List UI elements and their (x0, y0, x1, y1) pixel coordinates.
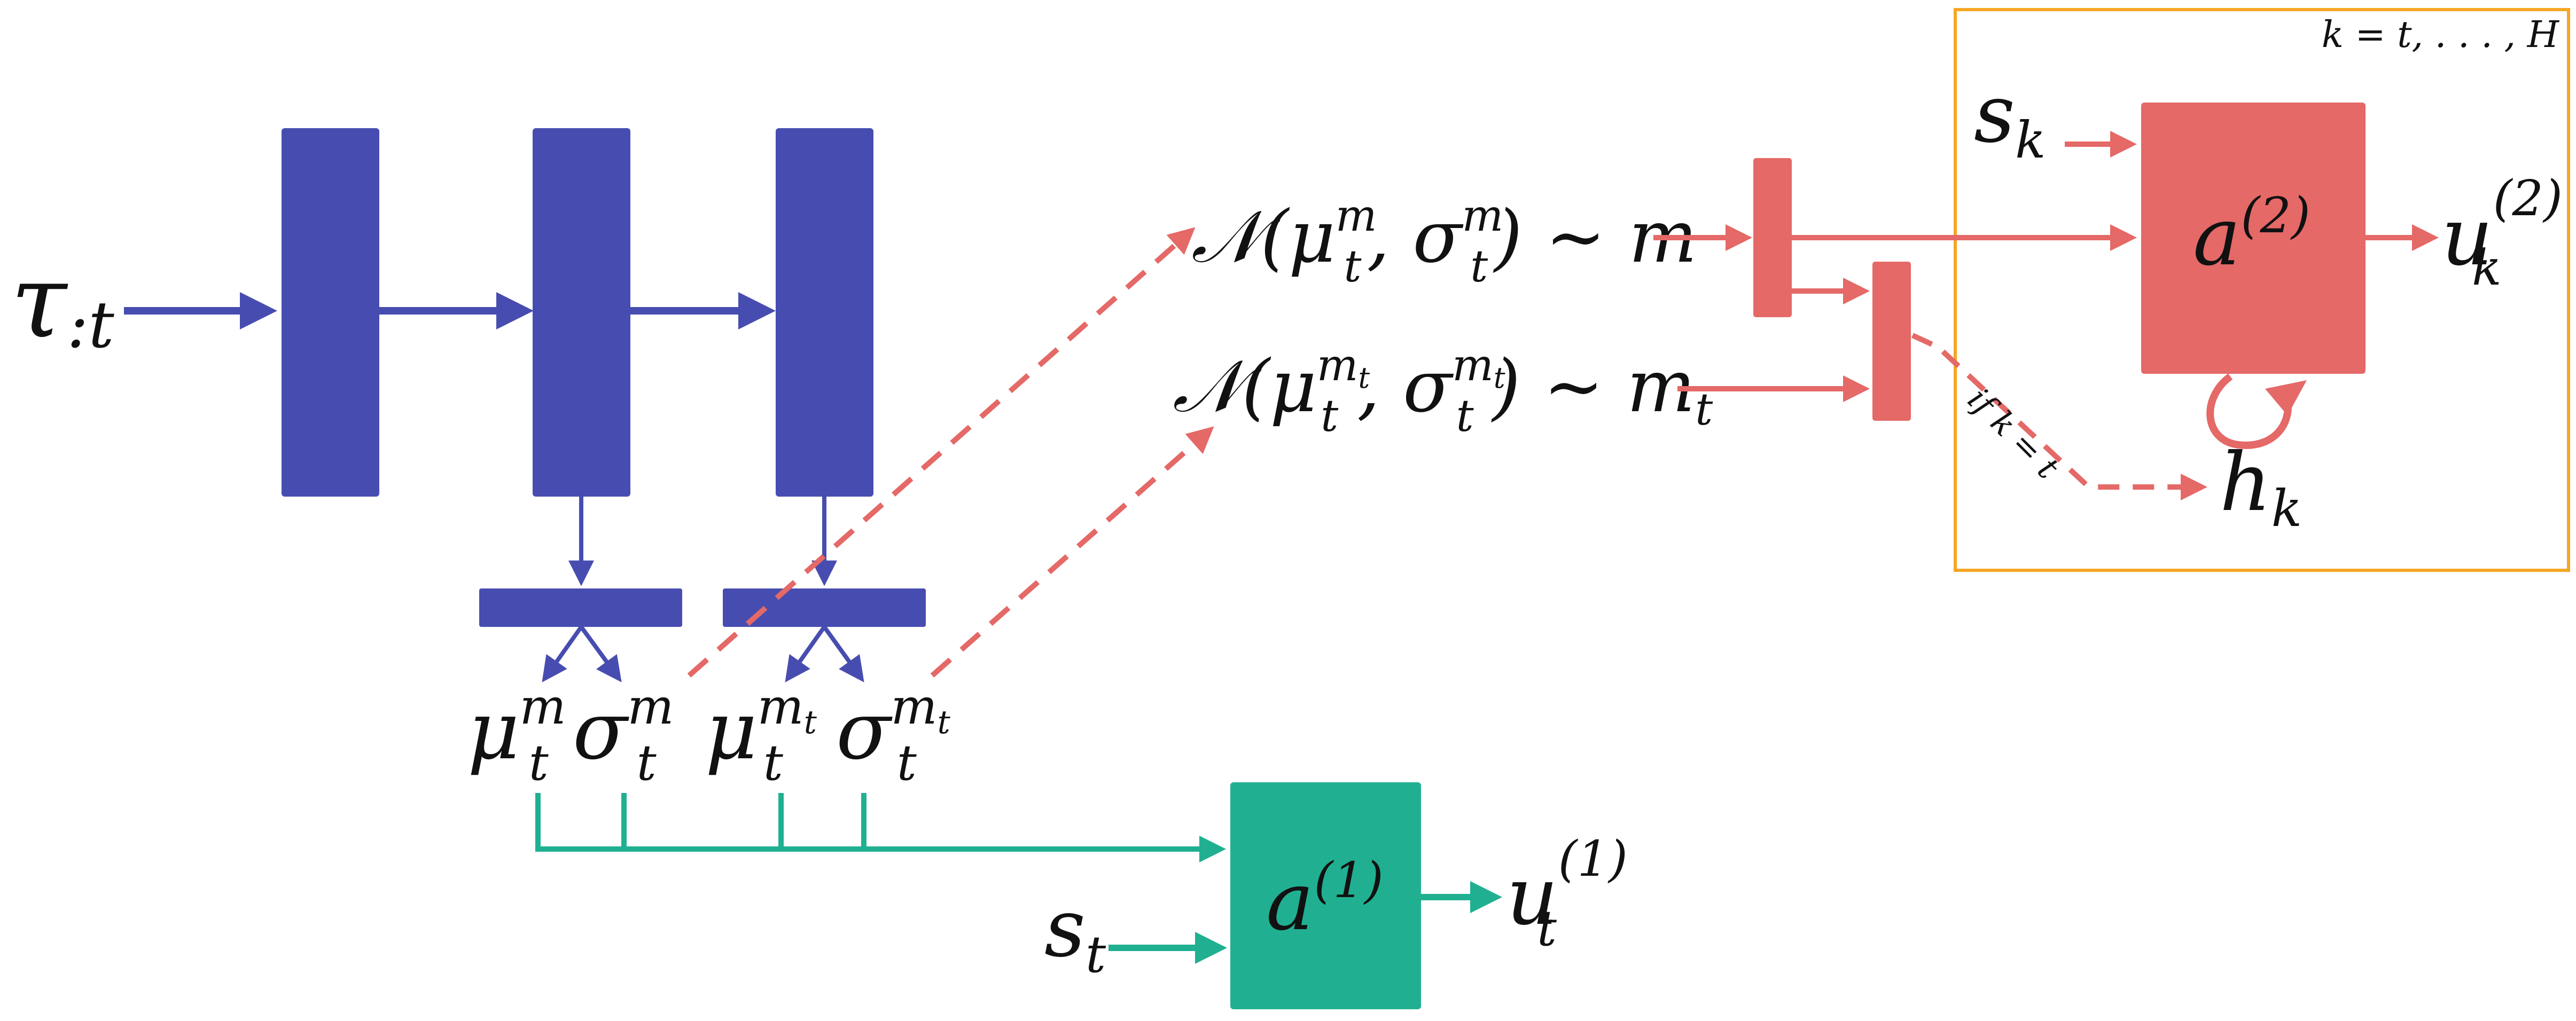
s-t-label: st (1044, 882, 1106, 984)
split-arrow-mu-mt (785, 625, 826, 682)
if-label: if k = t (1960, 381, 2066, 486)
encoder-layer-2 (533, 128, 630, 497)
h-k-label: hk (2220, 436, 2302, 538)
dashed-arrow-to-normal-m (687, 227, 1196, 678)
head-m (479, 588, 682, 627)
green-bus (535, 793, 1215, 852)
split-arrow-sigma-mt (822, 625, 864, 682)
a2-label: a(2) (2193, 187, 2310, 284)
frame-label: k = t, . . . , H (2322, 14, 2560, 56)
dashed-arrow-to-normal-mt (930, 426, 1214, 678)
a2-block (2141, 103, 2366, 374)
split-arrow-sigma-m (579, 625, 622, 682)
s-k-label: sk (1974, 68, 2046, 170)
split-arrow-mu-m (542, 625, 583, 682)
tau-label: τ:t (11, 242, 115, 363)
encoder-layer-3 (776, 128, 873, 497)
u-t-label: u(1)t (1506, 830, 1628, 957)
selector-1 (1753, 158, 1792, 317)
head-mt (723, 588, 926, 627)
recurrent-loop-arrowhead (2265, 380, 2307, 415)
encoder-layer-1 (282, 128, 379, 497)
a1-label: a(1) (1266, 852, 1384, 948)
selector-2 (1872, 262, 1911, 421)
recurrence-frame (1954, 8, 2570, 572)
u-k-label: u(2)k (2441, 170, 2563, 296)
dashed-arrow-to-hk (1911, 333, 2207, 500)
a1-block (1230, 782, 1421, 1009)
